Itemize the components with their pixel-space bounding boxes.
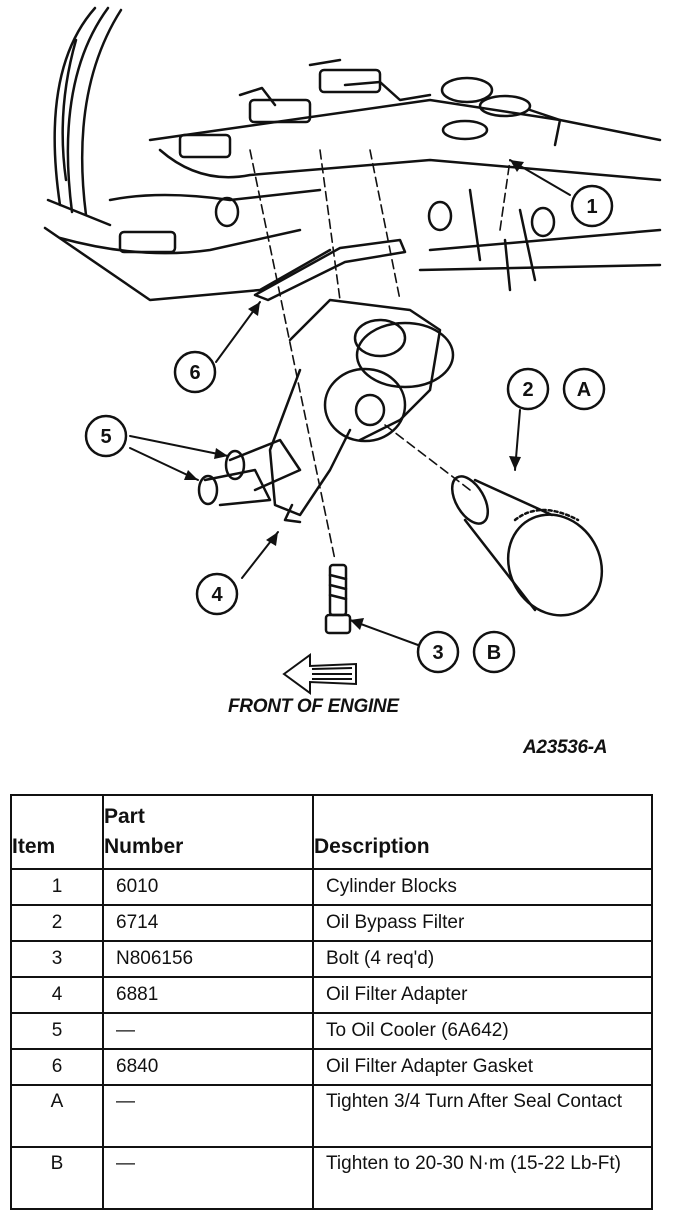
description-cell: To Oil Cooler (6A642) bbox=[312, 1012, 653, 1050]
table-row: B — Tighten to 20-30 N·m (15-22 Lb-Ft) bbox=[10, 1146, 653, 1210]
part-number-cell: — bbox=[102, 1146, 314, 1210]
callout-B-label: B bbox=[487, 642, 501, 664]
table-row: A — Tighten 3/4 Turn After Seal Contact bbox=[10, 1084, 653, 1148]
callout-5-label: 5 bbox=[100, 426, 111, 448]
engine-top-bolts bbox=[118, 58, 432, 254]
header-part-line1: Part bbox=[104, 805, 145, 828]
part-number-cell: N806156 bbox=[102, 940, 314, 978]
description-cell: Cylinder Blocks bbox=[312, 868, 653, 906]
item-cell: 1 bbox=[10, 868, 104, 906]
engine-oil-filter-diagram: 1 2 3 4 5 6 A B bbox=[43, 6, 662, 695]
item-cell: 3 bbox=[10, 940, 104, 978]
callout-3-label: 3 bbox=[432, 642, 443, 664]
callout-4-label: 4 bbox=[211, 584, 223, 606]
callout-6-label: 6 bbox=[189, 362, 200, 384]
front-of-engine-label: FRONT OF ENGINE bbox=[228, 696, 399, 717]
callout-1-label: 1 bbox=[586, 196, 597, 218]
callout-6-circle bbox=[173, 350, 217, 394]
description-cell: Tighten to 20-30 N·m (15-22 Lb-Ft) bbox=[312, 1146, 653, 1210]
header-part-line2: Number bbox=[104, 835, 184, 858]
oil-cooler-nipples bbox=[197, 438, 302, 507]
gasket bbox=[253, 238, 407, 302]
oil-filter-adapter bbox=[268, 298, 455, 524]
cylinder-block bbox=[43, 76, 662, 302]
description-cell: Tighten 3/4 Turn After Seal Contact bbox=[312, 1084, 653, 1148]
part-number-cell: — bbox=[102, 1084, 314, 1148]
part-number-cell: 6881 bbox=[102, 976, 314, 1014]
header-description: Description bbox=[312, 794, 653, 870]
item-cell: 4 bbox=[10, 976, 104, 1014]
callout-2-circle bbox=[506, 367, 550, 411]
item-cell: A bbox=[10, 1084, 104, 1148]
figure-id: A23536-A bbox=[523, 737, 608, 758]
front-arrow bbox=[282, 653, 357, 695]
item-cell: B bbox=[10, 1146, 104, 1210]
part-number-cell: 6840 bbox=[102, 1048, 314, 1086]
alignment-lines bbox=[249, 149, 511, 561]
table-row: 3 N806156 Bolt (4 req'd) bbox=[10, 940, 653, 978]
leader-arrowheads bbox=[184, 160, 524, 630]
callout-A-circle bbox=[562, 367, 606, 411]
description-cell: Bolt (4 req'd) bbox=[312, 940, 653, 978]
callout-3-circle bbox=[416, 630, 460, 674]
oil-bypass-filter bbox=[450, 475, 604, 617]
callout-A-label: A bbox=[577, 379, 591, 401]
item-cell: 6 bbox=[10, 1048, 104, 1086]
part-number-cell: 6714 bbox=[102, 904, 314, 942]
callout-B-circle bbox=[472, 630, 516, 674]
description-cell: Oil Filter Adapter bbox=[312, 976, 653, 1014]
header-item: Item bbox=[10, 794, 104, 870]
table-row: 5 — To Oil Cooler (6A642) bbox=[10, 1012, 653, 1050]
callout-5-circle bbox=[84, 414, 128, 458]
adapter-bolt bbox=[324, 563, 352, 635]
callout-4-circle bbox=[195, 572, 239, 616]
table-row: 4 6881 Oil Filter Adapter bbox=[10, 976, 653, 1014]
description-cell: Oil Filter Adapter Gasket bbox=[312, 1048, 653, 1086]
table-row: 2 6714 Oil Bypass Filter bbox=[10, 904, 653, 942]
item-cell: 5 bbox=[10, 1012, 104, 1050]
part-number-cell: — bbox=[102, 1012, 314, 1050]
description-cell: Oil Bypass Filter bbox=[312, 904, 653, 942]
leader-lines bbox=[129, 159, 571, 646]
callout-1-circle bbox=[570, 184, 614, 228]
item-cell: 2 bbox=[10, 904, 104, 942]
callout-2-label: 2 bbox=[522, 379, 533, 401]
table-row: 6 6840 Oil Filter Adapter Gasket bbox=[10, 1048, 653, 1086]
table-row: 1 6010 Cylinder Blocks bbox=[10, 868, 653, 906]
part-number-cell: 6010 bbox=[102, 868, 314, 906]
pulley-arcs bbox=[46, 6, 123, 227]
